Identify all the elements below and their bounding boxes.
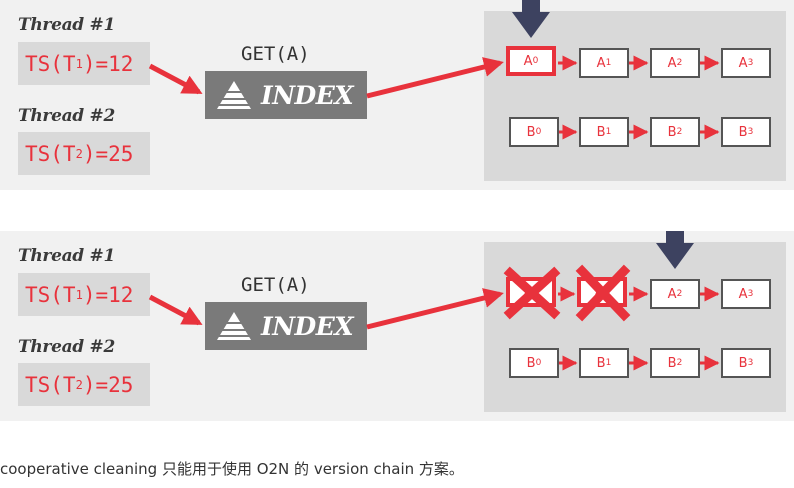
ts1-to-index-arrow	[148, 63, 203, 95]
index-box: INDEX	[205, 302, 367, 350]
thread-1-label: Thread #1	[18, 246, 115, 266]
thread-2-label: Thread #2	[18, 337, 115, 357]
index-to-a0-arrow	[366, 288, 504, 330]
version-storage-region	[484, 11, 786, 181]
pyramid-icon	[217, 81, 251, 109]
get-operation-label: GET(A)	[241, 43, 310, 65]
thread-2-label: Thread #2	[18, 106, 115, 126]
ts1-to-index-arrow	[148, 294, 203, 326]
caption-text: cooperative cleaning 只能用于使用 O2N 的 versio…	[0, 460, 464, 478]
index-label: INDEX	[261, 311, 354, 341]
index-label: INDEX	[261, 80, 354, 110]
index-box: INDEX	[205, 71, 367, 119]
get-operation-label: GET(A)	[241, 274, 310, 296]
index-to-a0-arrow	[366, 57, 504, 99]
thread-1-label: Thread #1	[18, 15, 115, 35]
version-storage-region	[484, 242, 786, 412]
pyramid-icon	[217, 312, 251, 340]
